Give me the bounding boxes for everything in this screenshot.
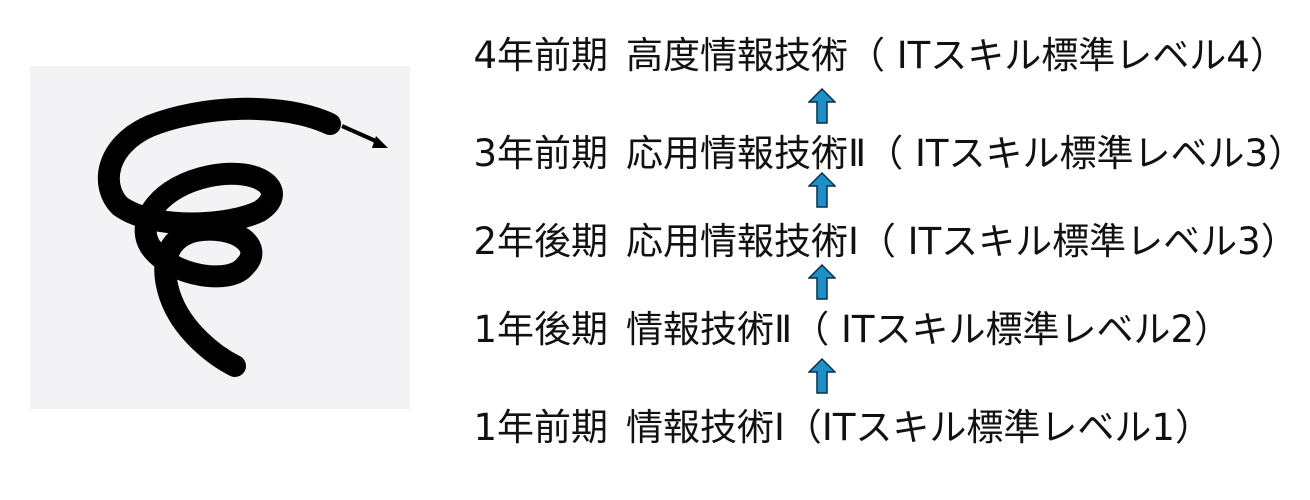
course-label: 応用情報技術Ⅱ（ ITスキル標準レベル3）	[626, 132, 1306, 175]
course-label: 高度情報技術（ ITスキル標準レベル4）	[626, 34, 1287, 77]
up-arrow-icon	[808, 264, 836, 300]
course-label: 情報技術Ⅱ（ ITスキル標準レベル2）	[626, 308, 1232, 351]
up-arrow-icon	[808, 88, 836, 124]
spiral-icon	[97, 97, 388, 377]
spiral-curve	[97, 97, 341, 377]
spiral-illustration-panel	[30, 66, 410, 409]
spiral-exit-arrow-shaft	[341, 124, 379, 144]
spiral-exit-arrow-head	[372, 136, 388, 148]
term-label: 4年前期	[473, 34, 608, 77]
course-label: 応用情報技術Ⅰ（ ITスキル標準レベル3）	[626, 220, 1298, 263]
term-label: 1年前期	[473, 406, 608, 449]
course-label: 情報技術Ⅰ（ITスキル標準レベル1）	[626, 406, 1212, 449]
term-label: 2年後期	[473, 220, 608, 263]
up-arrow-icon	[808, 358, 836, 394]
up-arrow-icon	[808, 172, 836, 208]
term-label: 1年後期	[473, 308, 608, 351]
term-label: 3年前期	[473, 132, 608, 175]
